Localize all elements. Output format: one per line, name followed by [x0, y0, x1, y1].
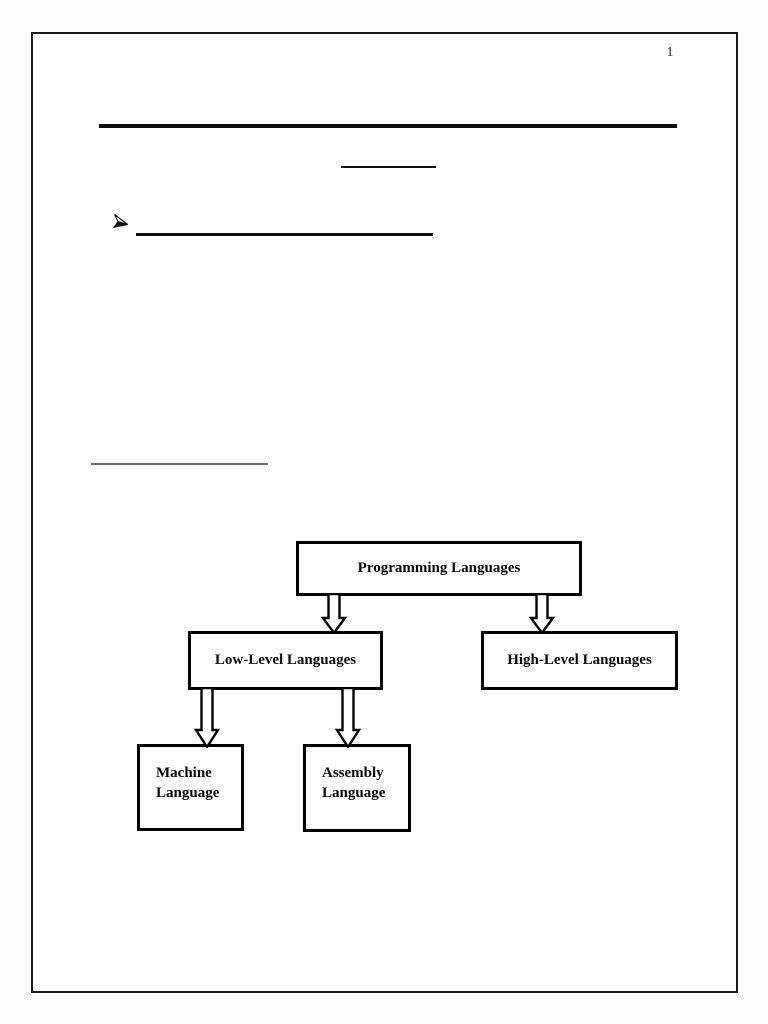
bullet-underline [136, 233, 433, 236]
arrowhead-bullet-icon [112, 214, 128, 228]
connector-arrow-low-level-to-machine-icon [193, 688, 221, 748]
subtitle-rule [341, 166, 436, 168]
page-number: 1 [666, 45, 674, 60]
diagram-node-low-level-languages: Low-Level Languages [188, 631, 383, 690]
node-label: Assembly Language [322, 765, 386, 801]
connector-arrow-programming-to-high-level-icon [528, 594, 556, 634]
node-label: Programming Languages [357, 560, 521, 576]
page-border [31, 32, 738, 993]
node-label: Machine Language [156, 765, 220, 801]
diagram-node-machine-language: Machine Language [137, 744, 244, 831]
section-rule [91, 463, 268, 465]
title-rule [99, 124, 677, 128]
connector-arrow-low-level-to-assembly-icon [334, 688, 362, 748]
diagram-node-assembly-language: Assembly Language [303, 744, 411, 832]
node-label: High-Level Languages [507, 652, 652, 668]
diagram-node-high-level-languages: High-Level Languages [481, 631, 678, 690]
diagram-node-programming-languages: Programming Languages [296, 541, 582, 596]
node-label: Low-Level Languages [214, 652, 357, 668]
connector-arrow-programming-to-low-level-icon [320, 594, 348, 634]
